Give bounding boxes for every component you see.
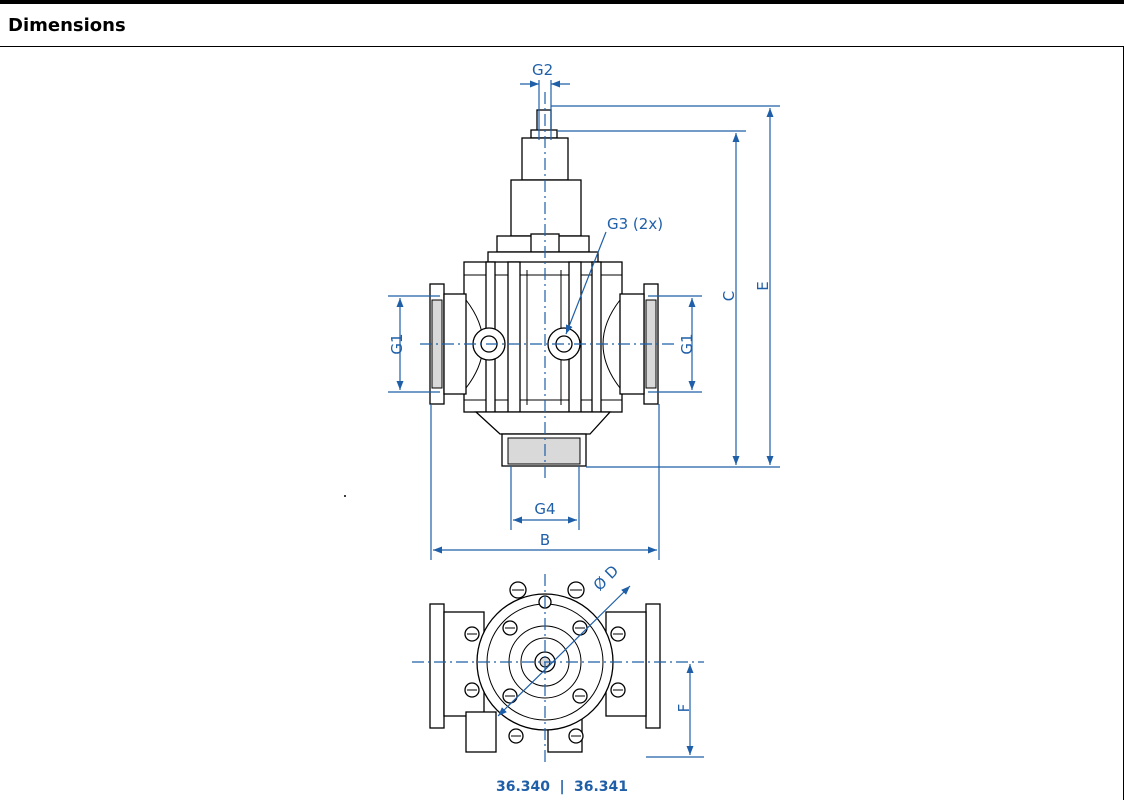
label-f: F xyxy=(675,704,693,713)
actuator-body xyxy=(510,179,582,237)
model-separator: | xyxy=(559,779,564,795)
label-b: B xyxy=(540,531,550,549)
top-view xyxy=(412,574,704,762)
section-title: Dimensions xyxy=(8,15,126,36)
label-c: C xyxy=(720,291,738,301)
front-view xyxy=(344,80,780,560)
top-rule xyxy=(0,0,1124,4)
label-e: E xyxy=(754,281,772,290)
label-g4: G4 xyxy=(534,500,555,518)
label-g1-left: G1 xyxy=(388,333,406,354)
label-g2: G2 xyxy=(532,61,553,79)
label-d: Ø D xyxy=(590,562,623,595)
model-number-right: 36.341 xyxy=(574,779,628,795)
label-g1-right: G1 xyxy=(678,333,696,354)
section-header: Dimensions xyxy=(0,4,1124,47)
label-g3: G3 (2x) xyxy=(607,215,663,233)
model-number-left: 36.340 xyxy=(496,779,550,795)
